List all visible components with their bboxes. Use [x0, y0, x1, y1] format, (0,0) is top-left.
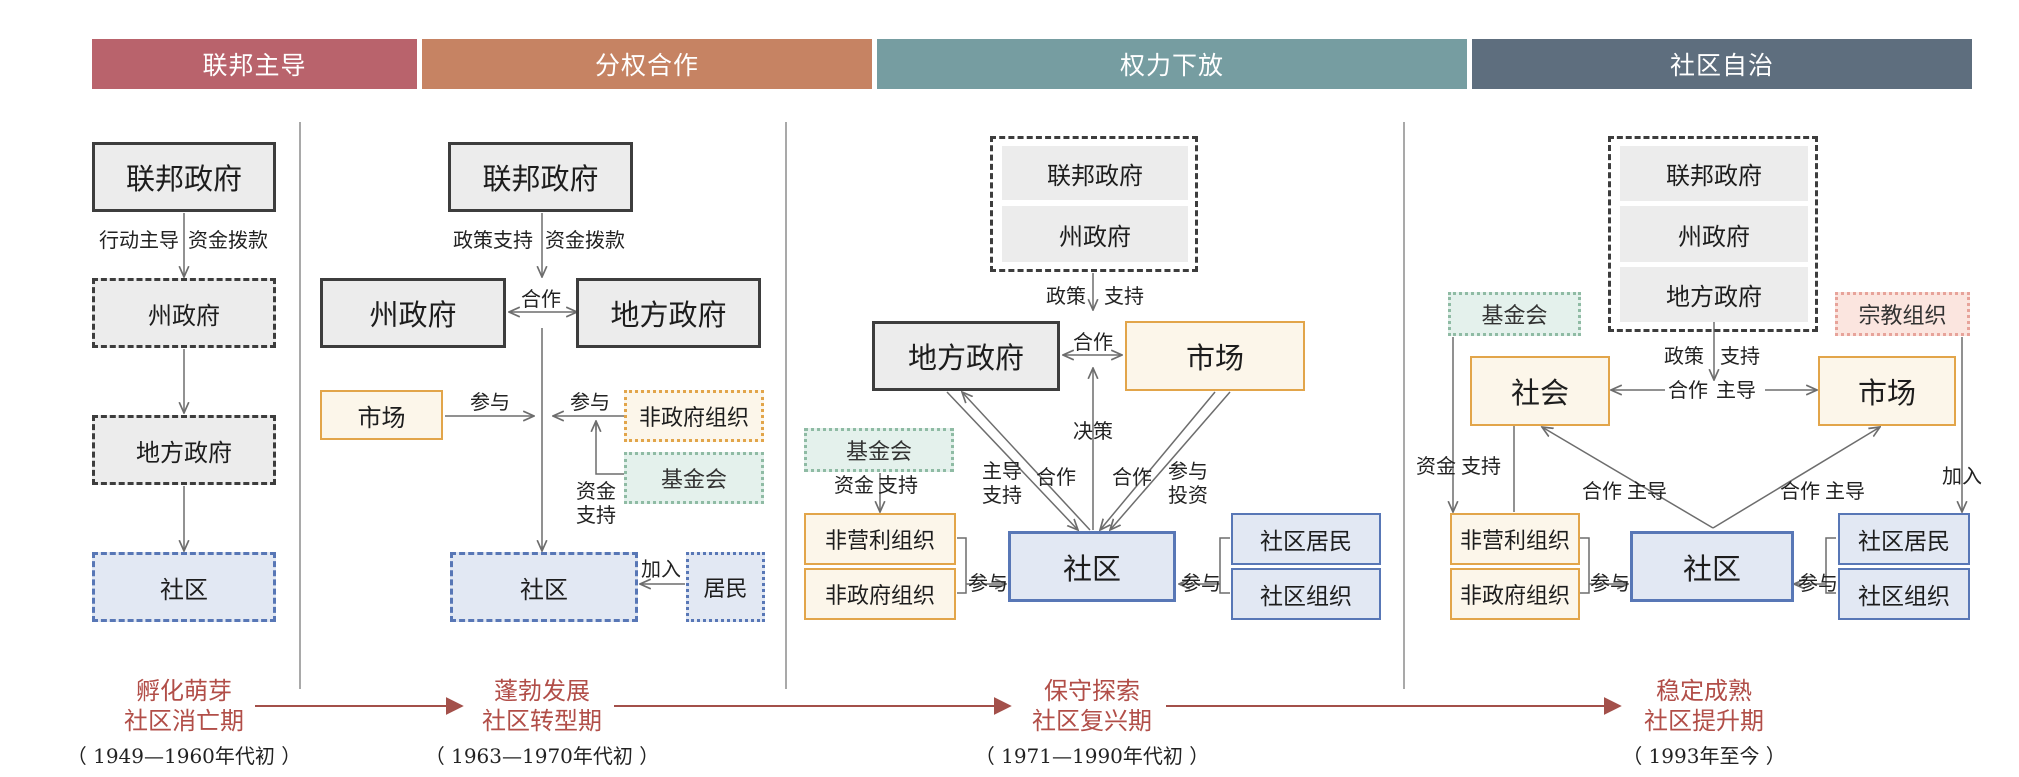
p2-edge-label-fund: 资金拨款 [545, 228, 625, 252]
p4-participate-label-left: 参与 [1590, 571, 1630, 595]
p2-cooperation-label: 合作 [521, 287, 561, 311]
stage-4-title: 稳定成熟 [1656, 677, 1752, 705]
panel-divider-2 [785, 122, 787, 689]
phase-banner-power-devolution: 权力下放 [877, 39, 1467, 89]
stage-1-subtitle: 社区消亡期 [124, 707, 244, 735]
p3-fund-support-label: 支持 [878, 473, 918, 497]
timeline-period-3: （ 1971—1990年代初 ） [974, 744, 1210, 768]
p4-lead-label-left: 主导 [1627, 479, 1667, 503]
p3-residents-box: 社区居民 [1231, 513, 1381, 565]
p2-participate-label-right: 参与 [570, 390, 610, 414]
p4-foundation-box: 基金会 [1448, 292, 1581, 336]
p3-invest-label-2: 投资 [1168, 483, 1208, 507]
p4-cooperation-label-left: 合作 [1582, 479, 1622, 503]
p4-cooperation-label: 合作 [1668, 378, 1708, 402]
p2-market-box: 市场 [320, 390, 443, 440]
timeline-period-1: （ 1949—1960年代初 ） [66, 744, 302, 768]
p4-state-government-box: 州政府 [1620, 206, 1808, 262]
stage-2-title: 蓬勃发展 [494, 677, 590, 705]
p2-local-government-box: 地方政府 [576, 278, 761, 348]
p3-cooperation-label-right: 合作 [1112, 465, 1152, 489]
p2-community-box: 社区 [450, 552, 638, 622]
stage-3-title: 保守探索 [1044, 677, 1140, 705]
panel-divider-3 [1403, 122, 1405, 689]
p3-participate-label-right: 参与 [1181, 571, 1221, 595]
p2-foundation-box: 基金会 [624, 452, 764, 504]
p3-support-label: 支持 [1104, 284, 1144, 308]
p1-edge-label-lead: 行动主导 [99, 228, 179, 252]
timeline-stage-2: 蓬勃发展 社区转型期 [462, 676, 622, 736]
p3-invest-label-1: 参与 [1168, 459, 1208, 483]
phase-banner-decentralized-cooperation: 分权合作 [422, 39, 872, 89]
p2-fund-support-label-2: 支持 [576, 503, 616, 527]
p3-nonprofit-box: 非营利组织 [804, 513, 956, 565]
timeline-period-2: （ 1963—1970年代初 ） [424, 744, 660, 768]
p1-local-government-box: 地方政府 [92, 415, 276, 485]
p4-society-box: 社会 [1470, 356, 1610, 426]
p2-federal-government-box: 联邦政府 [448, 142, 633, 212]
p3-lead-label-2: 支持 [982, 483, 1022, 507]
stage-3-subtitle: 社区复兴期 [1032, 707, 1152, 735]
p4-religious-org-box: 宗教组织 [1835, 292, 1970, 336]
p1-edge-label-fund: 资金拨款 [188, 228, 268, 252]
p3-policy-label: 政策 [1046, 284, 1086, 308]
p2-fund-support-label-1: 资金 [576, 479, 616, 503]
p2-residents-box: 居民 [686, 552, 765, 622]
p4-cooperation-label-right: 合作 [1780, 479, 1820, 503]
p1-federal-government-box: 联邦政府 [92, 142, 276, 212]
p4-lead-label-right: 主导 [1825, 479, 1865, 503]
p2-state-government-box: 州政府 [320, 278, 506, 348]
p3-federal-government-box: 联邦政府 [1002, 146, 1188, 200]
p3-local-government-box: 地方政府 [872, 321, 1060, 391]
phase-banner-community-autonomy: 社区自治 [1472, 39, 1972, 89]
p1-state-government-box: 州政府 [92, 278, 276, 348]
stage-2-subtitle: 社区转型期 [482, 707, 602, 735]
p4-ngo-box: 非政府组织 [1450, 568, 1580, 620]
p3-foundation-box: 基金会 [804, 428, 954, 472]
p3-decision-label: 决策 [1073, 419, 1113, 443]
p3-cooperation-label-left: 合作 [1036, 465, 1076, 489]
p3-ngo-box: 非政府组织 [804, 568, 956, 620]
p4-government-group [1608, 136, 1818, 332]
p4-residents-box: 社区居民 [1838, 513, 1970, 565]
p4-local-government-box: 地方政府 [1620, 267, 1808, 322]
p2-participate-label-left: 参与 [470, 390, 510, 414]
p4-fund-support-label: 支持 [1461, 454, 1501, 478]
p3-state-government-box: 州政府 [1002, 206, 1188, 262]
p4-support-label: 支持 [1720, 344, 1760, 368]
p4-participate-label-right: 参与 [1798, 571, 1838, 595]
timeline-stage-4: 稳定成熟 社区提升期 [1624, 676, 1784, 736]
p4-lead-label: 主导 [1716, 378, 1756, 402]
phase-banner-federal-led: 联邦主导 [92, 39, 417, 89]
timeline-period-4: （ 1993年至今 ） [1622, 744, 1786, 768]
p3-lead-label-1: 主导 [982, 459, 1022, 483]
p4-policy-label: 政策 [1664, 344, 1704, 368]
timeline-stage-3: 保守探索 社区复兴期 [1012, 676, 1172, 736]
p3-participate-label-left: 参与 [968, 571, 1008, 595]
p3-fund-label: 资金 [834, 473, 874, 497]
timeline-stage-1: 孵化萌芽 社区消亡期 [104, 676, 264, 736]
p2-join-label: 加入 [641, 557, 681, 581]
p3-upper-government-group [990, 136, 1198, 272]
p4-join-label: 加入 [1942, 464, 1982, 488]
p1-community-box: 社区 [92, 552, 276, 622]
p2-ngo-box: 非政府组织 [624, 390, 764, 442]
stage-1-title: 孵化萌芽 [136, 677, 232, 705]
p3-community-orgs-box: 社区组织 [1231, 568, 1381, 620]
p4-fund-label: 资金 [1416, 454, 1456, 478]
stage-4-subtitle: 社区提升期 [1644, 707, 1764, 735]
p4-federal-government-box: 联邦政府 [1620, 146, 1808, 201]
p3-market-box: 市场 [1125, 321, 1305, 391]
p4-community-box: 社区 [1630, 531, 1794, 602]
p4-market-box: 市场 [1818, 356, 1956, 426]
p4-community-orgs-box: 社区组织 [1838, 568, 1970, 620]
p2-edge-label-policy: 政策支持 [453, 228, 533, 252]
p4-nonprofit-box: 非营利组织 [1450, 513, 1580, 565]
p3-community-box: 社区 [1008, 531, 1176, 602]
p3-cooperation-label-top: 合作 [1073, 330, 1113, 354]
panel-divider-1 [299, 122, 301, 689]
